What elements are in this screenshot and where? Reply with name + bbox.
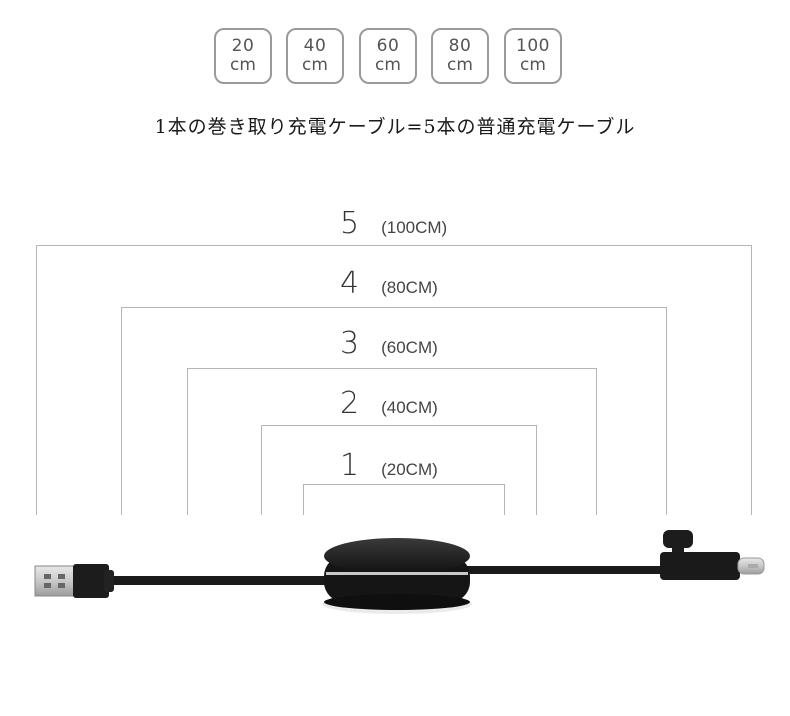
level-4-label: 4 (80CM)	[340, 266, 438, 301]
level-3-label: 3 (60CM)	[340, 326, 438, 361]
frame-40cm	[261, 425, 537, 515]
cable-right	[462, 566, 667, 574]
headline: 1本の巻き取り充電ケーブル=5本の普通充電ケーブル	[154, 116, 636, 138]
level-number: 3	[340, 326, 360, 361]
badge-100cm: 100 cm	[504, 28, 562, 84]
badge-20cm: 20 cm	[214, 28, 272, 84]
level-length: (80CM)	[381, 278, 438, 297]
badge-80cm: 80 cm	[431, 28, 489, 84]
level-1-label: 1 (20CM)	[340, 448, 438, 483]
cable-reel	[322, 538, 472, 614]
level-2-label: 2 (40CM)	[340, 386, 438, 421]
badge-unit: cm	[375, 55, 401, 75]
level-number: 5	[340, 206, 360, 241]
level-number: 4	[340, 266, 360, 301]
level-number: 2	[340, 386, 360, 421]
length-badges: 20 cm 40 cm 60 cm 80 cm 100 cm	[214, 28, 564, 86]
frame-80cm	[121, 307, 667, 515]
badge-number: 40	[303, 36, 327, 56]
level-number: 1	[340, 448, 360, 483]
badge-40cm: 40 cm	[286, 28, 344, 84]
badge-unit: cm	[302, 55, 328, 75]
frame-100cm	[36, 245, 752, 515]
level-length: (60CM)	[381, 338, 438, 357]
frame-20cm	[303, 484, 505, 515]
frame-60cm	[187, 368, 597, 515]
micro-usb-lightning-connector	[660, 530, 765, 580]
badge-number: 60	[376, 36, 400, 56]
level-length: (40CM)	[381, 398, 438, 417]
level-length: (20CM)	[381, 460, 438, 479]
level-length: (100CM)	[381, 218, 448, 237]
badge-number: 20	[231, 36, 255, 56]
badge-unit: cm	[230, 55, 256, 75]
usb-a-connector	[34, 564, 114, 598]
badge-number: 80	[448, 36, 472, 56]
badge-unit: cm	[520, 55, 546, 75]
badge-unit: cm	[447, 55, 473, 75]
retractable-cable-illustration	[34, 530, 765, 614]
level-5-label: 5 (100CM)	[340, 206, 447, 241]
badge-number: 100	[516, 36, 550, 56]
cable-left	[108, 576, 332, 585]
badge-60cm: 60 cm	[359, 28, 417, 84]
